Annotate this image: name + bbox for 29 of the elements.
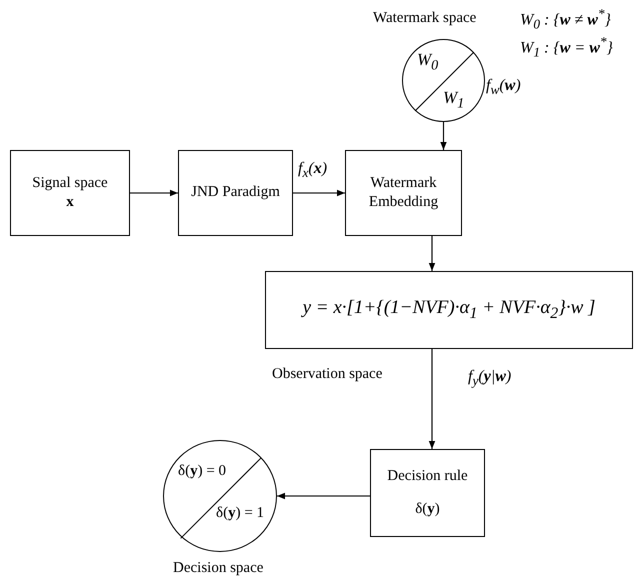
region-label: δ(y) = 0 [178,463,226,480]
process-box [178,150,293,236]
region-label: δ(y) = 1 [216,505,264,522]
formula: y = x·[1+{(1−NVF)·α$_{1}$ + NVF·α$_{2}$}·w ] [302,296,596,324]
process-box [345,150,462,236]
arrow [428,236,436,271]
set-definition: W$_{0}$ : {w ≠ w$^{*}$} [520,6,611,33]
formula-box [265,271,633,349]
density-label: f$_{w}$(w) [486,77,521,98]
box-text: JND Paradigm [191,183,280,202]
arrow [440,122,447,150]
box-text: Watermark Embedding [368,174,440,212]
arrow [277,492,370,500]
box-text: δ(y) [415,500,440,519]
set-definition: W$_{1}$ : {w = w$^{*}$} [520,34,613,61]
arrow [428,349,436,449]
process-box [370,449,485,537]
process-box [10,150,130,236]
space-caption: Decision space [173,560,264,577]
space-heading: Watermark space [373,10,476,27]
region-label: W$_{1}$ [443,88,464,112]
box-text: Signal space [32,174,108,192]
box-text: Decision rule [387,466,468,486]
space-caption: Observation space [272,366,382,383]
arrow [293,190,345,196]
edge-label: f$_{y}$(y|w) [468,368,512,390]
box-text: x [66,193,74,212]
arrow [130,190,178,196]
region-label: W$_{0}$ [417,50,438,74]
